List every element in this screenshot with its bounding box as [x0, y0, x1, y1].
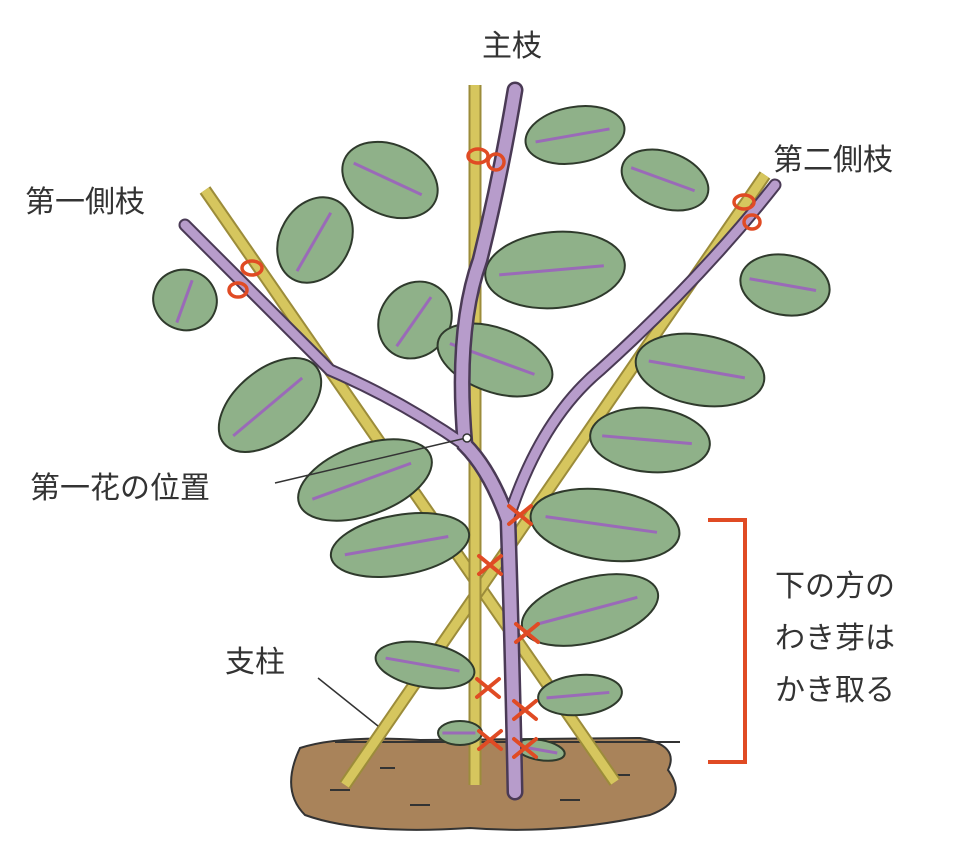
x-mark-icon [477, 729, 503, 751]
leaf-vein [602, 434, 692, 446]
leaf-vein [648, 359, 746, 380]
leaf-vein [385, 656, 460, 673]
x-mark-icon [514, 622, 540, 644]
leaf-vein [630, 166, 696, 193]
leaf-vein [535, 127, 610, 144]
leaf-vein [499, 264, 604, 277]
stems [178, 81, 782, 801]
note-line-2: わき芽は [775, 621, 895, 656]
leaf-vein [311, 461, 412, 501]
label-first-flower-position: 第一花の位置 [30, 471, 210, 506]
tie-loops [227, 147, 762, 299]
x-mark-icon [475, 677, 501, 699]
label-second-side-branch: 第二側枝 [773, 143, 893, 178]
x-mark-icon [512, 699, 538, 721]
leaf-vein [395, 296, 433, 348]
label-support-stake: 支柱 [225, 645, 285, 680]
leaf-vein [546, 690, 610, 700]
leaf-vein [344, 535, 449, 557]
label-first-side-branch: 第一側枝 [25, 185, 145, 220]
note-line-3: かき取る [775, 673, 895, 708]
leaf-vein [175, 279, 194, 324]
leaves [152, 105, 831, 762]
leaf-vein [353, 161, 423, 197]
leaf-vein [535, 595, 638, 626]
label-main-branch: 主枝 [482, 29, 542, 64]
soil [290, 736, 677, 831]
x-mark-icon [512, 737, 538, 759]
bracket [708, 518, 747, 764]
leaf-vein [545, 515, 658, 534]
soil-marks [330, 767, 630, 806]
removed-bud-markers [475, 504, 540, 759]
leaf-vein [232, 376, 304, 438]
x-mark-icon [477, 554, 503, 576]
note-line-1: 下の方の [775, 569, 895, 604]
x-mark-icon [507, 504, 533, 526]
leaf-vein [749, 277, 817, 292]
callout-lines [274, 433, 472, 727]
leaf-vein [295, 211, 333, 272]
